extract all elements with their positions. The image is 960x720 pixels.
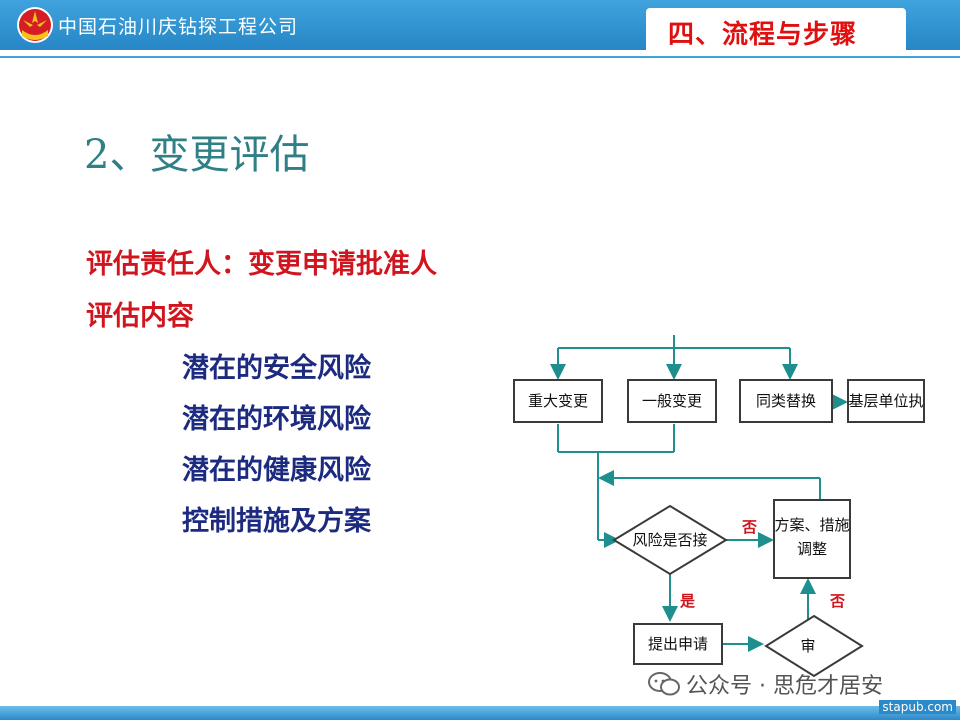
watermark: 公众号 · 思危才居安 <box>648 668 883 700</box>
footer-band <box>0 706 960 720</box>
label-adjust-line2: 调整 <box>797 540 827 558</box>
label-risk-decision: 风险是否接 <box>632 531 707 549</box>
label-base-unit: 基层单位执 <box>848 392 923 410</box>
node-general-change <box>627 379 717 423</box>
node-risk-decision <box>612 504 728 576</box>
watermark-text: 公众号 · 思危才居安 <box>686 674 883 699</box>
label-major-change: 重大变更 <box>528 392 588 410</box>
company-name: 中国石油川庆钻探工程公司 <box>58 16 299 38</box>
node-major-change <box>513 379 603 423</box>
change-flowchart: 重大变更 一般变更 同类替换 基层单位执 风险是否接 方案、措施 调整 提出申请… <box>513 335 925 678</box>
responsible-line: 评估责任人：变更申请批准人 <box>86 249 437 280</box>
label-no-branch-review: 否 <box>829 592 845 610</box>
content-item-environment: 潜在的环境风险 <box>182 404 371 435</box>
content-item-safety: 潜在的安全风险 <box>182 353 371 384</box>
label-adjust-line1: 方案、措施 <box>774 516 849 534</box>
content-item-measures: 控制措施及方案 <box>182 506 371 537</box>
label-review: 审 <box>800 637 815 655</box>
wechat-icon <box>648 672 680 696</box>
node-submit <box>633 623 723 665</box>
section-tab <box>646 8 906 54</box>
content-item-health: 潜在的健康风险 <box>182 455 371 486</box>
label-same-kind: 同类替换 <box>756 392 816 410</box>
label-submit: 提出申请 <box>648 635 708 653</box>
label-yes-branch: 是 <box>679 592 696 610</box>
slide-title: 2、变更评估 <box>84 132 310 178</box>
header-rule <box>0 56 960 58</box>
site-mark: stapub.com <box>879 700 956 714</box>
content-heading: 评估内容 <box>86 301 194 332</box>
section-title: 四、流程与步骤 <box>668 20 858 50</box>
label-general-change: 一般变更 <box>642 392 702 410</box>
node-adjust <box>773 499 851 579</box>
node-base-unit <box>847 379 925 423</box>
cnpc-logo-icon <box>17 7 53 43</box>
node-review <box>764 614 864 678</box>
node-same-kind <box>739 379 833 423</box>
label-no-branch-risk: 否 <box>741 518 757 536</box>
